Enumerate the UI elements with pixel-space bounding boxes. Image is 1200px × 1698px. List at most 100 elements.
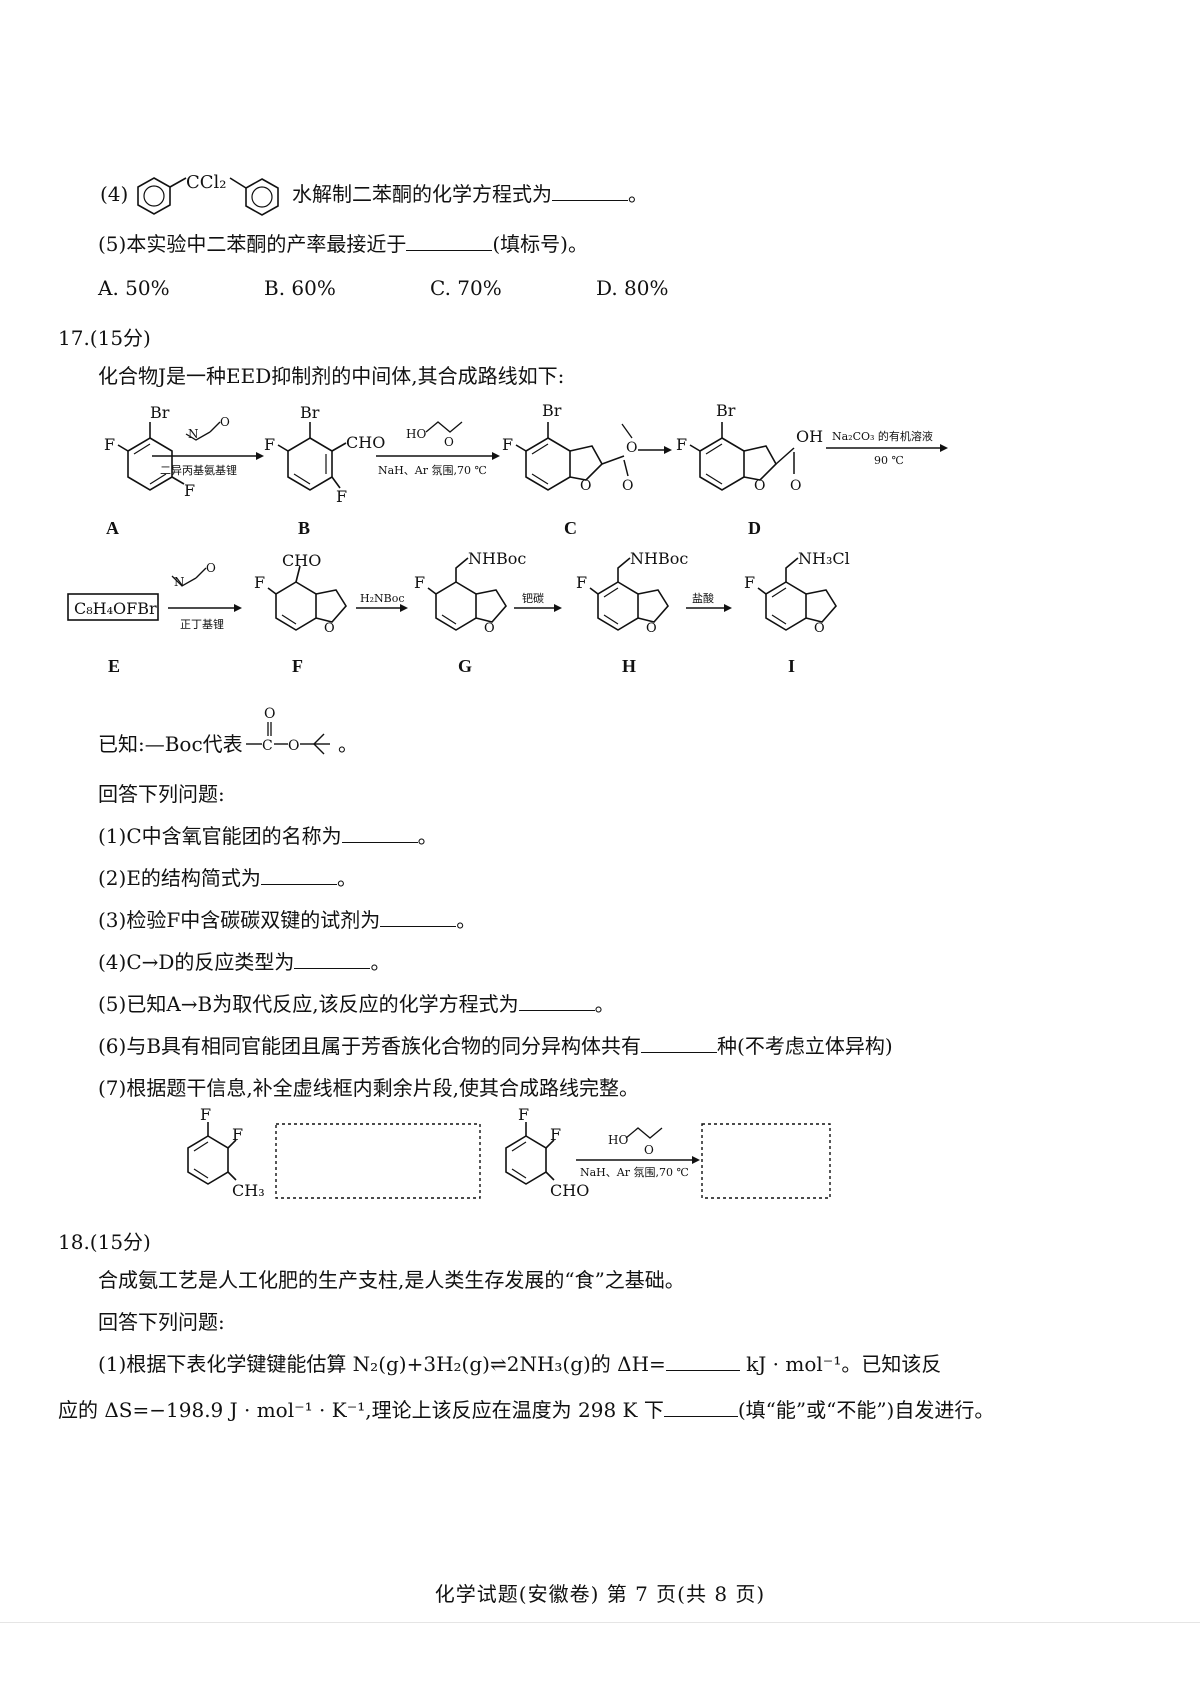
label-a: A <box>106 518 119 538</box>
svg-text:N: N <box>188 427 199 441</box>
svg-text:O: O <box>626 440 637 456</box>
q17-answer-intro: 回答下列问题: <box>98 782 225 806</box>
synthesis-scheme-row1: Br F F N O 二异丙基氨基锂 Br CHO F F HO O NaH、A… <box>104 401 948 506</box>
svg-text:F: F <box>184 481 195 500</box>
svg-text:F: F <box>254 573 265 592</box>
q17-item-3: (3)检验F中含碳碳双键的试剂为。 <box>98 908 477 932</box>
label-e: E <box>108 656 121 676</box>
compound-c: O O O Br F <box>502 401 637 494</box>
q16-part4: (4) <box>100 182 129 206</box>
option-d[interactable]: D. 80% <box>596 276 669 300</box>
label-f: F <box>292 656 303 676</box>
q17-item-1: (1)C中含氧官能团的名称为。 <box>98 824 438 848</box>
q18-intro: 合成氨工艺是人工化肥的生产支柱,是人类生存发展的“食”之基础。 <box>98 1268 685 1292</box>
arrow-d-e: Na₂CO₃ 的有机溶液 90 ℃ <box>826 429 948 467</box>
svg-text:O: O <box>814 621 825 636</box>
compound-i: O NH₃Cl F <box>744 549 850 636</box>
answer-blank[interactable] <box>552 182 628 201</box>
answer-blank[interactable] <box>260 866 337 885</box>
answer-blank[interactable] <box>663 1398 738 1417</box>
svg-text:二异丙基氨基锂: 二异丙基氨基锂 <box>160 463 237 477</box>
compound-h: O NHBoc F <box>576 549 688 636</box>
svg-text:O: O <box>484 621 495 636</box>
q17-heading: 17.(15分) <box>58 326 151 350</box>
answer-blank[interactable] <box>341 824 418 843</box>
compound-f: O CHO F <box>254 551 347 636</box>
svg-text:F: F <box>744 573 755 592</box>
answer-blank[interactable] <box>294 950 371 969</box>
compound-e: C₈H₄OFBr <box>67 593 159 621</box>
diphenyl-dichloromethane-structure: CCl₂ <box>137 172 279 216</box>
svg-text:O: O <box>646 621 657 636</box>
svg-text:H₂NBoc: H₂NBoc <box>360 592 405 605</box>
label-h: H <box>622 656 637 676</box>
q18-part1-line1: (1)根据下表化学键键能估算 N₂(g)+3H₂(g)⇌2NH₃(g)的 ΔH=… <box>98 1352 942 1376</box>
svg-text:F: F <box>200 1108 211 1124</box>
svg-text:O: O <box>444 435 454 449</box>
svg-text:Br: Br <box>300 403 320 422</box>
label-i: I <box>788 656 796 676</box>
compound-b: Br CHO F F <box>264 403 385 506</box>
svg-text:O: O <box>288 738 299 754</box>
q17-item-7: (7)根据题干信息,补全虚线框内剩余片段,使其合成路线完整。 <box>98 1076 640 1100</box>
q17-part7-scheme: F F CH₃ F F CHO HO O NaH、Ar 氛围,70 ℃ <box>187 1108 831 1200</box>
option-c[interactable]: C. 70% <box>430 276 502 300</box>
option-a[interactable]: A. 50% <box>98 276 170 300</box>
arrow-f-g: H₂NBoc <box>356 592 408 612</box>
svg-text:90 ℃: 90 ℃ <box>874 454 904 467</box>
answer-blank[interactable] <box>380 908 457 927</box>
svg-text:NHBoc: NHBoc <box>468 549 526 568</box>
answer-blank[interactable] <box>665 1352 740 1371</box>
svg-text:CH₃: CH₃ <box>232 1181 265 1200</box>
arrow-part7: HO O NaH、Ar 氛围,70 ℃ <box>576 1127 700 1179</box>
boc-definition-end: 。 <box>338 732 358 756</box>
arrow-a-b: N O 二异丙基氨基锂 <box>152 415 264 477</box>
svg-text:OH: OH <box>796 427 823 446</box>
label-g: G <box>458 656 473 676</box>
svg-text:F: F <box>576 573 587 592</box>
difluorotoluene: F F CH₃ <box>187 1108 265 1200</box>
svg-text:O: O <box>622 478 633 494</box>
answer-blank[interactable] <box>641 1034 718 1053</box>
svg-text:O: O <box>324 621 335 636</box>
dashed-box-2 <box>701 1123 831 1199</box>
arrow-c-d <box>638 446 672 454</box>
svg-text:NH₃Cl: NH₃Cl <box>798 549 850 568</box>
dashed-box-1 <box>275 1123 481 1199</box>
arrow-h-i: 盐酸 <box>686 591 732 612</box>
svg-text:HO: HO <box>608 1133 628 1147</box>
synthesis-scheme-row2: C₈H₄OFBr N O 正丁基锂 O CHO F H₂NBoc O NHBoc… <box>67 549 850 636</box>
compound-g: O NHBoc F <box>414 549 526 636</box>
q18-part1-line2: 应的 ΔS=−198.9 J · mol⁻¹ · K⁻¹,理论上该反应在温度为 … <box>58 1398 995 1422</box>
q16-part5: (5)本实验中二苯酮的产率最接近于(填标号)。 <box>98 232 588 256</box>
label-d: D <box>748 518 761 538</box>
label-b: B <box>298 518 311 538</box>
q18-heading: 18.(15分) <box>58 1230 151 1254</box>
answer-blank[interactable] <box>518 992 595 1011</box>
option-b[interactable]: B. 60% <box>264 276 336 300</box>
q17-item-6: (6)与B具有相同官能团且属于芳香族化合物的同分异构体共有种(不考虑立体异构) <box>98 1034 893 1058</box>
svg-text:N: N <box>174 575 185 589</box>
answer-blank[interactable] <box>406 232 493 251</box>
svg-text:F: F <box>676 435 687 454</box>
svg-text:CHO: CHO <box>282 551 321 570</box>
svg-text:Br: Br <box>716 401 736 420</box>
svg-text:C: C <box>262 738 273 754</box>
svg-text:CHO: CHO <box>346 433 385 452</box>
q16-part4-text: 水解制二苯酮的化学方程式为。 <box>292 182 648 206</box>
svg-text:F: F <box>502 435 513 454</box>
page-bottom-divider <box>0 1622 1200 1623</box>
svg-text:HO: HO <box>406 427 426 441</box>
svg-text:正丁基锂: 正丁基锂 <box>180 617 224 631</box>
q17-intro: 化合物J是一种EED抑制剂的中间体,其合成路线如下: <box>98 364 565 388</box>
compound-a: Br F F <box>104 403 195 500</box>
arrow-g-h: 钯碳 <box>514 591 562 612</box>
svg-text:CHO: CHO <box>550 1181 589 1200</box>
svg-text:O: O <box>264 706 275 722</box>
svg-text:F: F <box>264 435 275 454</box>
svg-text:盐酸: 盐酸 <box>692 591 714 605</box>
svg-text:F: F <box>232 1125 243 1144</box>
label-c: C <box>564 518 577 538</box>
svg-text:F: F <box>104 435 115 454</box>
q17-item-4: (4)C→D的反应类型为。 <box>98 950 391 974</box>
